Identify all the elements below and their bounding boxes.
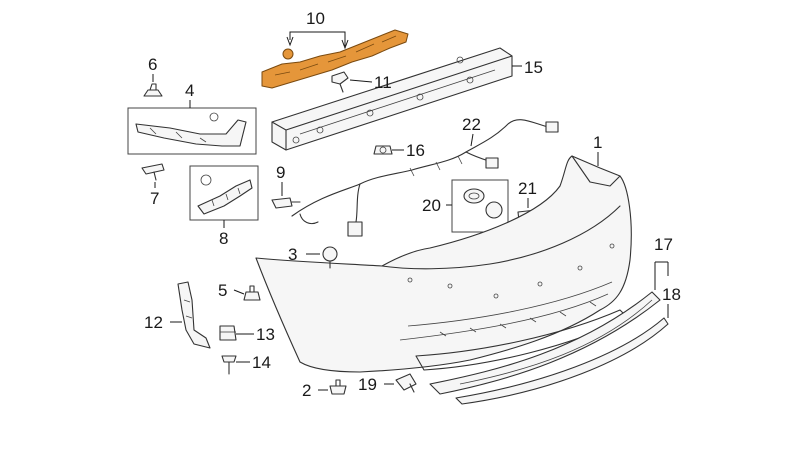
callout-17[interactable]: 17 [654, 235, 673, 254]
nut-part[interactable] [243, 285, 261, 301]
callout-15[interactable]: 15 [524, 58, 543, 77]
small-clip-part[interactable] [141, 163, 165, 181]
callout-21[interactable]: 21 [518, 179, 537, 198]
wiring-harness-part[interactable] [291, 119, 559, 237]
callout-22[interactable]: 22 [462, 115, 481, 134]
callout-11[interactable]: 11 [374, 73, 392, 92]
callout-2[interactable]: 2 [302, 381, 311, 400]
clip-part[interactable] [331, 71, 349, 93]
callout-16[interactable]: 16 [406, 141, 425, 160]
callout-18[interactable]: 18 [662, 285, 681, 304]
callout-14[interactable]: 14 [252, 353, 271, 372]
callout-9[interactable]: 9 [276, 163, 285, 182]
callout-3[interactable]: 3 [288, 245, 297, 264]
callout-12[interactable]: 12 [144, 313, 163, 332]
connector-part[interactable] [271, 197, 301, 209]
callout-13[interactable]: 13 [256, 325, 275, 344]
callout-leader [233, 289, 245, 295]
lower-valance-part[interactable] [429, 291, 661, 395]
callout-1[interactable]: 1 [593, 133, 602, 152]
reinforcement-bar-part[interactable] [271, 47, 513, 151]
callout-7[interactable]: 7 [150, 189, 159, 208]
stud-part[interactable] [221, 355, 237, 375]
retainer-part[interactable] [219, 325, 237, 341]
callout-10[interactable]: 10 [306, 9, 325, 28]
side-bracket-part[interactable] [135, 112, 247, 147]
park-sensor-part[interactable] [463, 188, 503, 219]
molding-strip-part[interactable] [455, 317, 669, 405]
push-pin-part[interactable] [143, 83, 163, 97]
grommet-part[interactable] [373, 145, 393, 155]
callout-19[interactable]: 19 [358, 375, 377, 394]
callout-leader [286, 36, 349, 50]
bolt-part[interactable] [322, 246, 338, 269]
callout-leader [654, 261, 669, 290]
push-clip-part[interactable] [329, 379, 347, 395]
bumper-clip-part[interactable] [395, 373, 417, 393]
side-support-part[interactable] [177, 281, 211, 349]
callout-6[interactable]: 6 [148, 55, 157, 74]
fastener-dot-part[interactable] [282, 48, 294, 60]
callout-leader [470, 133, 474, 147]
callout-8[interactable]: 8 [219, 229, 228, 248]
callout-5[interactable]: 5 [218, 281, 227, 300]
callout-leader [349, 79, 373, 83]
callout-20[interactable]: 20 [422, 196, 441, 215]
center-bracket-part[interactable] [197, 174, 253, 215]
bumper-cover-part[interactable] [255, 155, 632, 373]
callout-leader [289, 31, 346, 46]
energy-absorber-part[interactable] [261, 29, 409, 89]
callout-4[interactable]: 4 [185, 81, 194, 100]
